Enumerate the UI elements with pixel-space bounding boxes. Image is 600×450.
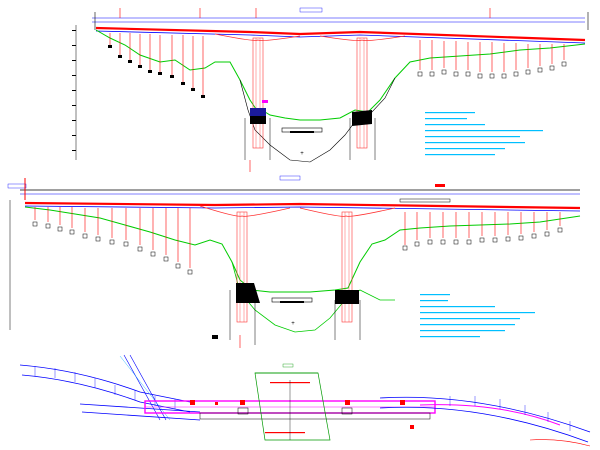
elevation-2-cap-detail: +: [271, 297, 313, 327]
elevation-2-deck: [24, 201, 581, 210]
elevation-1: +: [72, 7, 589, 172]
elevation-1-right-pier-footings: [417, 61, 567, 79]
elevation-1-left-piers: [109, 33, 204, 95]
elevation-1-main-pier-left: [244, 37, 271, 160]
plan-view: [19, 354, 591, 447]
elevation-1-cap-detail: +: [281, 127, 323, 157]
svg-text:+: +: [300, 151, 304, 157]
plan-left-ramp-segments: [34, 366, 176, 409]
elevation-1-left-pier-footings: [108, 45, 205, 98]
elevation-2-right-piers: [404, 212, 561, 245]
elevation-2-valley-profile: [231, 261, 395, 333]
elevation-1-ground-profile: [95, 29, 586, 121]
elevation-1-top-markers: [119, 8, 491, 18]
elevation-2-left-pier-footings: [32, 221, 193, 275]
elevation-1-notes: [425, 112, 543, 156]
elevation-2-left-piers: [34, 207, 191, 268]
elevation-2-notes: [420, 294, 535, 338]
svg-text:+: +: [291, 321, 295, 327]
elevation-1-valley-profile: [239, 77, 396, 163]
elevation-1-right-piers: [419, 40, 565, 72]
plan-right-ramp-segments: [449, 396, 571, 431]
elevation-2-main-pier-right: [334, 211, 361, 340]
elevation-2-right-pier-footings: [402, 227, 563, 251]
elevation-2-ground-profile: [24, 206, 581, 293]
elevation-1-main-pier-right: [349, 37, 376, 160]
elevation-1-level-ticks: [72, 30, 76, 151]
plan-pile-caps: [237, 407, 353, 415]
elevation-1-title-box: [299, 7, 323, 13]
plan-pier-markers: [190, 400, 414, 429]
elevation-1-deck: [95, 26, 586, 42]
elevation-2-title-box: [279, 175, 301, 181]
elevation-2-main-pier-left: [229, 211, 260, 345]
elevation-2: +: [7, 175, 581, 348]
